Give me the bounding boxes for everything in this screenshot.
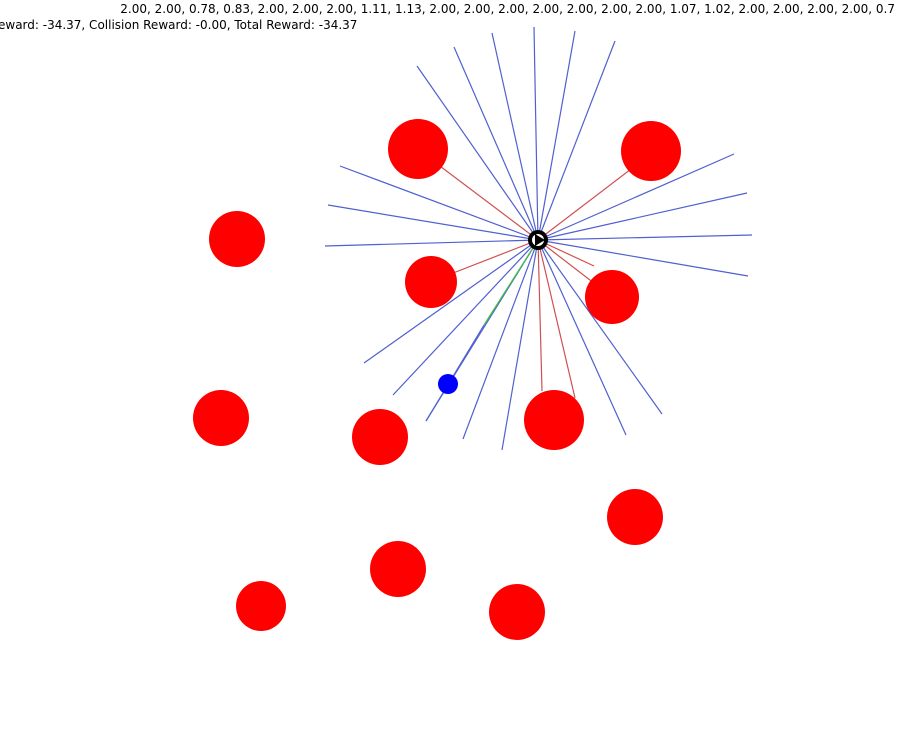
sensor-ray-goal-extension bbox=[425, 324, 485, 422]
obstacle-5 bbox=[585, 270, 639, 324]
sensor-ray-19 bbox=[363, 239, 539, 364]
obstacle-1 bbox=[388, 119, 448, 179]
hud-overlay: 2.00, 2.00, 0.78, 0.83, 2.00, 2.00, 2.00… bbox=[0, 0, 897, 40]
agent-layer bbox=[528, 230, 548, 250]
obstacle-4 bbox=[405, 256, 457, 308]
goal-layer bbox=[438, 374, 458, 394]
sensor-ray-21 bbox=[324, 239, 539, 247]
sensor-ray-26 bbox=[453, 46, 539, 241]
sensor-ray-18 bbox=[392, 239, 539, 396]
agent-heading-icon bbox=[535, 234, 545, 246]
obstacle-6 bbox=[193, 390, 249, 446]
obstacles bbox=[193, 119, 681, 640]
reward-readout: eward: -34.37, Collision Reward: -0.00, … bbox=[0, 18, 358, 32]
sensor-ray-2 bbox=[537, 30, 576, 241]
sensor-rays bbox=[324, 26, 753, 451]
sensor-ray-27 bbox=[491, 32, 539, 241]
sensor-ray-10 bbox=[537, 239, 663, 415]
sensor-ray-3 bbox=[537, 40, 616, 241]
sensor-ray-12 bbox=[537, 239, 576, 399]
ray-distance-readout: 2.00, 2.00, 0.78, 0.83, 2.00, 2.00, 2.00… bbox=[120, 2, 895, 16]
sensor-ray-28 bbox=[537, 239, 595, 267]
sensor-ray-8 bbox=[537, 239, 749, 277]
obstacle-8 bbox=[524, 390, 584, 450]
goal-marker bbox=[438, 374, 458, 394]
sensor-ray-5 bbox=[537, 153, 735, 241]
sensor-ray-1 bbox=[533, 26, 539, 241]
sensor-ray-14 bbox=[501, 239, 539, 451]
sensor-ray-25 bbox=[416, 65, 539, 241]
sensor-ray-23 bbox=[339, 165, 539, 241]
sensor-ray-15 bbox=[462, 239, 539, 440]
obstacle-10 bbox=[370, 541, 426, 597]
sensor-ray-13 bbox=[537, 239, 543, 392]
obstacle-11 bbox=[236, 581, 286, 631]
obstacle-7 bbox=[352, 409, 408, 465]
sensor-ray-6 bbox=[537, 192, 748, 241]
sensor-ray-7 bbox=[537, 234, 753, 241]
sensor-ray-22 bbox=[327, 204, 539, 241]
sensor-ray-17 bbox=[483, 239, 539, 326]
obstacle-3 bbox=[209, 211, 265, 267]
sensor-ray-11 bbox=[537, 239, 627, 436]
obstacle-2 bbox=[621, 121, 681, 181]
obstacle-9 bbox=[607, 489, 663, 545]
obstacle-12 bbox=[489, 584, 545, 640]
